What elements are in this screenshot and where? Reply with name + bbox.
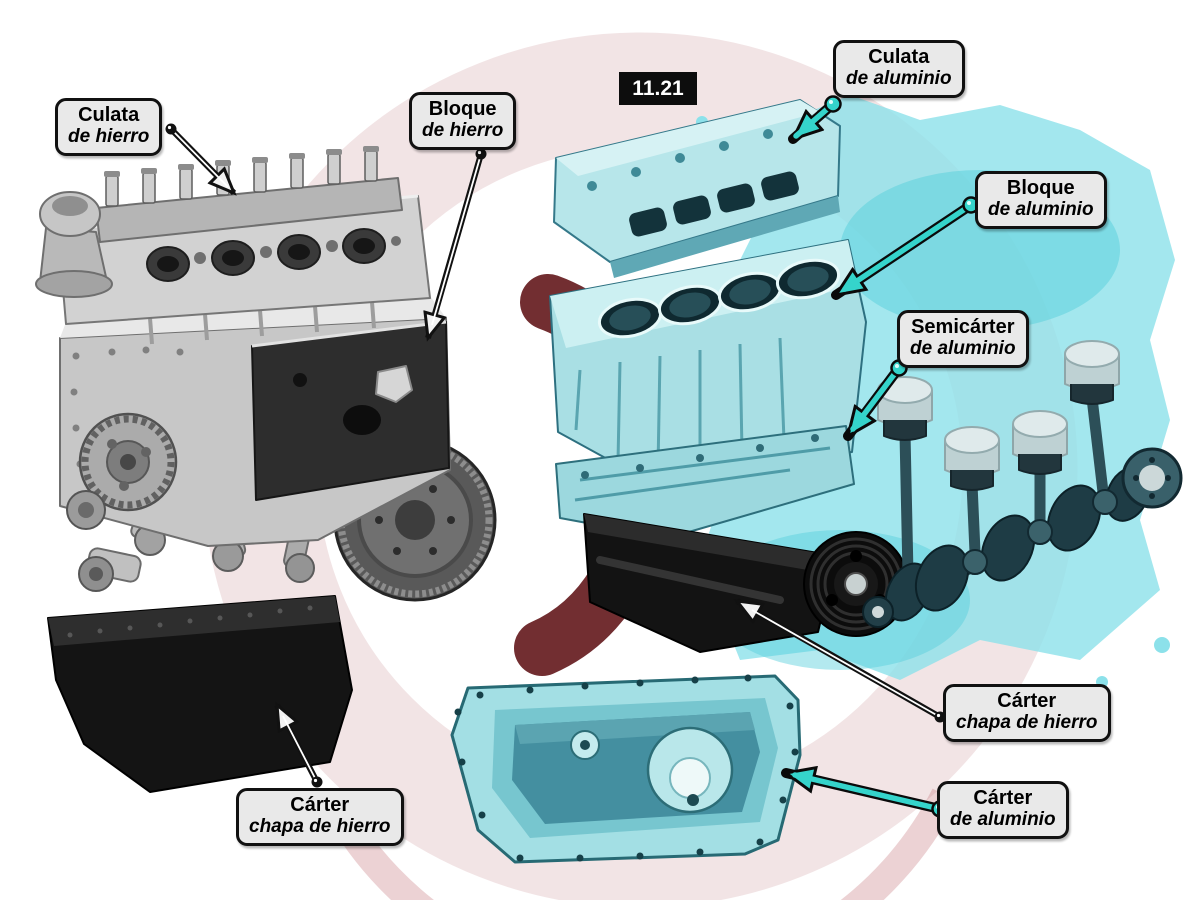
arrow-culata-de-aluminio [788,95,842,144]
arrow-semicarter-de-aluminio [843,359,908,441]
arrow-carter-chapa-de-hierro-right [737,598,946,723]
label-culata-de-hierro: Culata de hierro [55,98,163,156]
aluminium-oil-pan-photo [450,674,802,864]
label-bloque-de-hierro: Bloque de hierro [409,92,517,150]
label-carter-chapa-de-hierro-left: Cárter chapa de hierro [236,788,404,846]
iron-engine-photo [35,146,497,793]
arrow-culata-de-hierro [165,123,235,194]
crankshaft-with-pistons [862,340,1183,628]
arrow-carter-chapa-de-hierro-left [274,705,323,788]
leader-arrows [165,95,980,818]
label-carter-de-aluminio: Cárter de aluminio [937,781,1069,839]
label-line-1: Cárter [290,794,350,816]
label-line-2: de hierro [422,120,504,142]
label-line-2: de aluminio [988,199,1094,221]
label-line-1: Bloque [428,98,497,120]
label-line-1: Cárter [973,787,1033,809]
aluminium-engine-block [549,239,867,479]
label-semicarter-de-aluminio: Semicárter de aluminio [897,310,1029,368]
figure-number-badge: 11.21 [619,72,697,105]
label-line-1: Semicárter [911,316,1015,338]
label-carter-chapa-de-hierro-right: Cárter chapa de hierro [943,684,1111,742]
label-line-1: Cárter [997,690,1057,712]
label-line-1: Culata [868,46,930,68]
label-line-2: chapa de hierro [956,712,1098,734]
arrow-bloque-de-hierro [428,148,487,339]
steel-oil-pan [583,513,837,653]
label-culata-de-aluminio: Culata de aluminio [833,40,965,98]
aluminium-lower-crankcase [555,425,855,539]
label-line-1: Bloque [1006,177,1075,199]
label-line-1: Culata [78,104,140,126]
label-bloque-de-aluminio: Bloque de aluminio [975,171,1107,229]
label-line-2: chapa de hierro [249,816,391,838]
arrow-bloque-de-aluminio [831,196,980,300]
label-line-2: de hierro [68,126,150,148]
label-line-2: de aluminio [846,68,952,90]
label-line-2: de aluminio [910,338,1016,360]
label-line-2: de aluminio [950,809,1056,831]
aluminium-cylinder-head [553,99,841,278]
